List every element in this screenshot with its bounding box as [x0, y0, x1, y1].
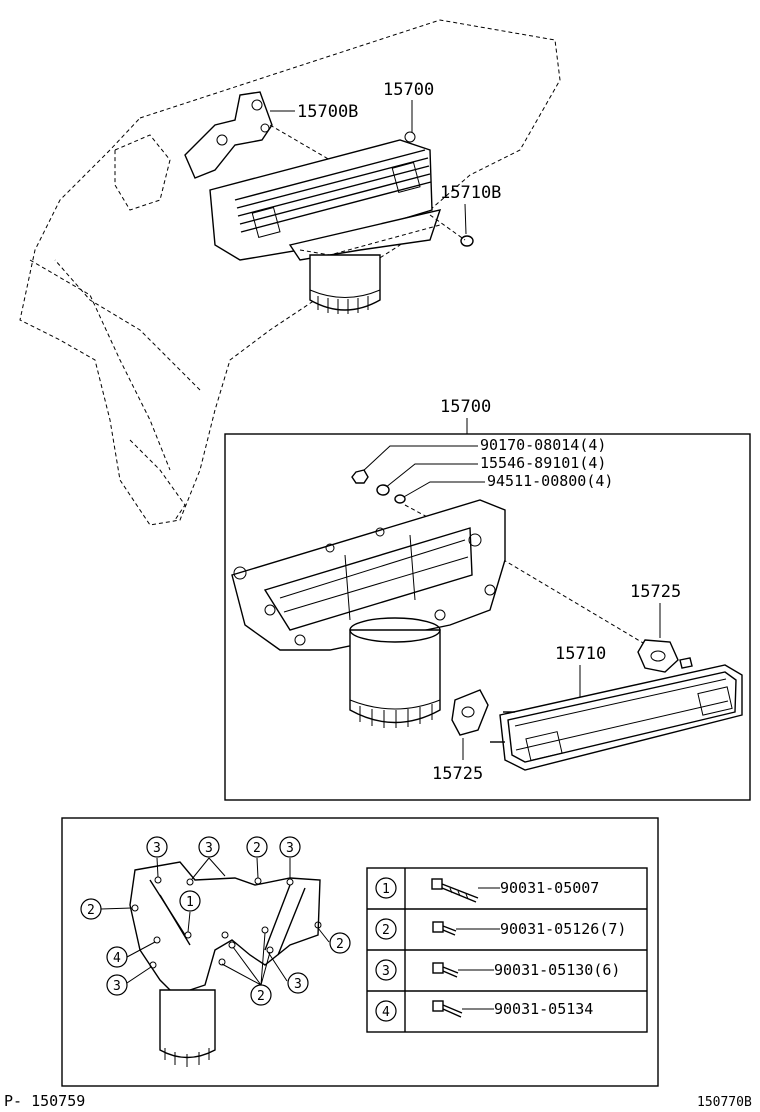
label-gasket-right: 15725 [630, 582, 681, 602]
callout-leaders [100, 857, 330, 986]
bolt-schematic [129, 861, 322, 1067]
gasket-right [637, 639, 679, 673]
bracket-15700b [184, 91, 273, 179]
label-fastener-2: 15546-89101(4) [480, 454, 606, 472]
callout-2-c: 2 [329, 932, 351, 954]
callout-2-d: 2 [250, 984, 272, 1006]
bolt-row-3: 3 90031-05130(6) [375, 959, 620, 981]
label-fastener-3: 94511-00800(4) [487, 472, 613, 490]
bolt-row-2: 2 90031-05126(7) [375, 918, 626, 940]
label-15700-top: 15700 [383, 80, 434, 100]
bolt-row-4: 4 90031-05134 [375, 1000, 593, 1022]
gasket-lower-hole [461, 706, 475, 718]
bolt-map-frame [61, 817, 659, 1087]
callout-2-a: 2 [246, 836, 268, 858]
label-15700-box: 15700 [440, 397, 491, 417]
footer-page-ref: P- 150759 [4, 1092, 85, 1110]
oil-cooler-top [209, 131, 442, 314]
row-1-part: 90031-05007 [500, 879, 599, 897]
row-3-part: 90031-05130(6) [494, 961, 620, 979]
callout-3-b: 3 [198, 836, 220, 858]
nipple-right [679, 657, 693, 669]
svg-text:1: 1 [186, 895, 194, 910]
short-bolt-icon [432, 921, 457, 936]
short-bolt-icon [432, 1000, 463, 1018]
callout-3-c: 3 [279, 836, 301, 858]
label-15710b: 15710B [440, 183, 501, 203]
oil-cooler-body [231, 499, 506, 728]
gasket-right-hole [650, 650, 666, 662]
svg-text:3: 3 [153, 841, 161, 856]
row-2-key: 2 [382, 923, 390, 938]
callout-3-d: 3 [106, 974, 128, 996]
svg-text:3: 3 [294, 977, 302, 992]
dash-leader-3 [299, 224, 441, 256]
leader-fastener-2 [384, 463, 478, 489]
footer-figure-ref: 150770B [697, 1095, 752, 1110]
callout-1: 1 [179, 890, 201, 912]
callout-2-b: 2 [80, 898, 102, 920]
svg-text:3: 3 [205, 841, 213, 856]
svg-text:2: 2 [257, 989, 265, 1004]
short-bolt-icon [432, 962, 459, 978]
label-fastener-1: 90170-08014(4) [480, 436, 606, 454]
leader-15710b [464, 203, 467, 235]
row-3-key: 3 [382, 964, 390, 979]
svg-text:2: 2 [87, 903, 95, 918]
callout-3-e: 3 [287, 972, 309, 994]
callout-4: 4 [106, 946, 128, 968]
row-1-key: 1 [382, 882, 390, 897]
bolt-row-1: 1 90031-05007 [375, 877, 599, 903]
svg-text:2: 2 [336, 937, 344, 952]
leader-fastener-3 [401, 481, 485, 499]
nut-icon [351, 469, 369, 484]
svg-text:3: 3 [286, 841, 294, 856]
row-4-key: 4 [382, 1005, 390, 1020]
svg-text:3: 3 [113, 979, 121, 994]
engine-outline [19, 19, 561, 526]
label-gasket-lower: 15725 [432, 764, 483, 784]
row-2-part: 90031-05126(7) [500, 920, 626, 938]
o-ring-15710b [460, 235, 474, 247]
label-15700b: 15700B [297, 102, 358, 122]
bolt-table [366, 867, 648, 1033]
label-element: 15710 [555, 644, 606, 664]
dash-leader-1 [269, 124, 331, 161]
long-bolt-icon [431, 878, 479, 903]
washer-icon [376, 484, 390, 496]
lock-washer-icon [394, 494, 406, 504]
svg-text:2: 2 [253, 841, 261, 856]
gasket-lower [451, 689, 489, 736]
detail-box-frame [224, 433, 751, 801]
row-4-part: 90031-05134 [494, 1000, 593, 1018]
callout-3-a: 3 [146, 836, 168, 858]
cooler-element-15710 [490, 664, 743, 771]
leader-fastener-1 [361, 445, 478, 473]
dash-leader-2 [429, 214, 466, 241]
svg-text:4: 4 [113, 951, 121, 966]
